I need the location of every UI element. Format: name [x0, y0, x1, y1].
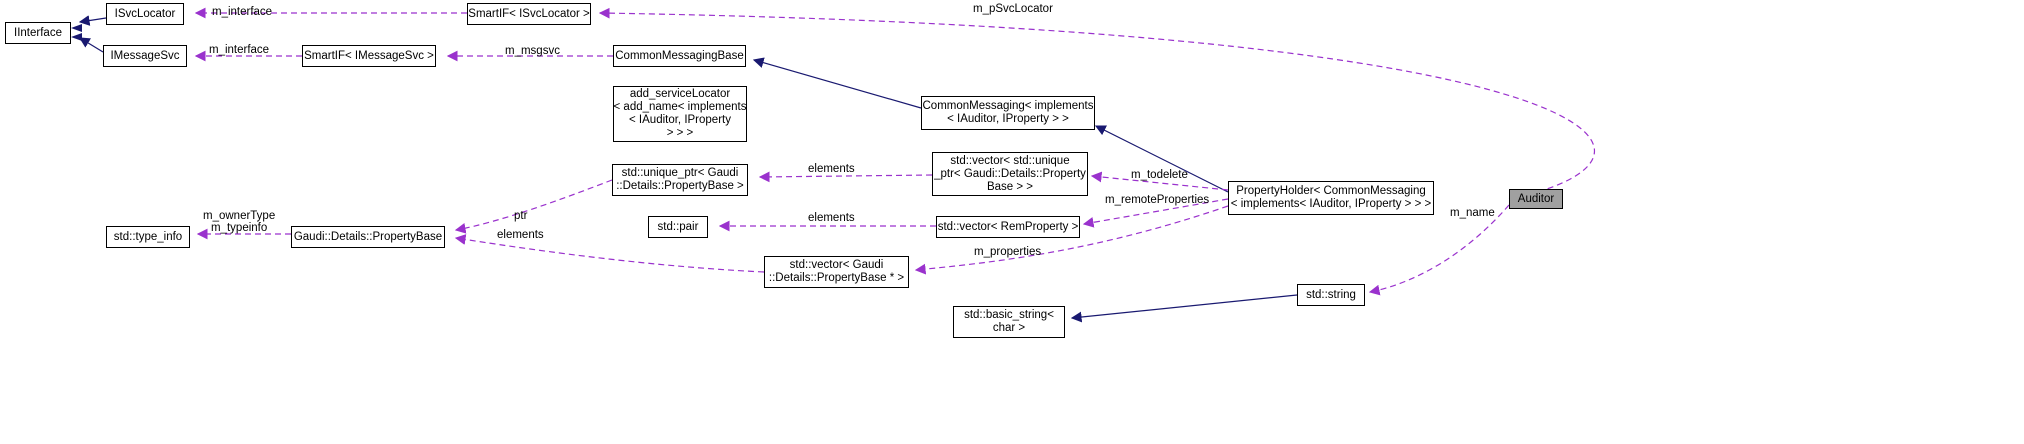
edge-label-l-ptr: ptr — [514, 210, 528, 222]
class-node-propertyholder[interactable]: PropertyHolder< CommonMessaging < implem… — [1228, 181, 1434, 215]
class-node-label: SmartIF< IMessageSvc > — [304, 49, 434, 62]
edge-label-l-m_psvclocator: m_pSvcLocator — [973, 3, 1053, 15]
class-node-unique_ptr[interactable]: std::unique_ptr< Gaudi ::Details::Proper… — [612, 164, 748, 196]
class-node-label: IMessageSvc — [110, 49, 180, 62]
edge-label-l-elements-3: elements — [497, 229, 544, 241]
class-node-label: std::unique_ptr< Gaudi ::Details::Proper… — [616, 167, 744, 192]
class-node-label: ISvcLocator — [114, 7, 176, 20]
class-node-label: PropertyHolder< CommonMessaging < implem… — [1230, 185, 1432, 210]
edge-label-l-elements-1: elements — [808, 163, 855, 175]
class-node-vector_propbase[interactable]: std::vector< Gaudi ::Details::PropertyBa… — [764, 256, 909, 288]
class-node-label: IInterface — [14, 26, 62, 39]
edge-label-l-m_typeinfo: m_typeinfo — [211, 222, 268, 234]
class-node-smartif_isvc[interactable]: SmartIF< ISvcLocator > — [467, 3, 591, 25]
class-node-label: std::vector< RemProperty > — [937, 220, 1079, 233]
class-node-label: Gaudi::Details::PropertyBase — [293, 230, 443, 243]
edge-label-l-m_remoteproperties: m_remoteProperties — [1105, 194, 1210, 206]
class-node-label: Auditor — [1517, 192, 1555, 205]
class-node-basic_string[interactable]: std::basic_string< char > — [953, 306, 1065, 338]
class-node-add_servicelocator[interactable]: add_serviceLocator < add_name< implement… — [613, 86, 747, 142]
class-node-label: CommonMessaging< implements < IAuditor, … — [922, 100, 1094, 125]
class-node-label: CommonMessagingBase — [615, 49, 744, 62]
class-node-commonmsgbase[interactable]: CommonMessagingBase — [613, 45, 746, 67]
class-node-vector_remprop[interactable]: std::vector< RemProperty > — [936, 216, 1080, 238]
class-node-label: SmartIF< ISvcLocator > — [468, 7, 590, 20]
class-node-auditor[interactable]: Auditor — [1509, 189, 1563, 209]
class-node-propertybase[interactable]: Gaudi::Details::PropertyBase — [291, 226, 445, 248]
class-node-pair[interactable]: std::pair — [648, 216, 708, 238]
class-node-isvclocator[interactable]: ISvcLocator — [106, 3, 184, 25]
edge-label-l-m_interface-1: m_interface — [212, 6, 273, 18]
class-node-label: std::string — [1306, 288, 1356, 301]
class-node-label: std::pair — [657, 220, 699, 233]
edge-label-l-m_todelete: m_todelete — [1131, 169, 1188, 181]
edge-label-l-m_ownertype: m_ownerType — [203, 210, 276, 222]
edge-label-l-elements-2: elements — [808, 212, 855, 224]
edge-label-l-m_msgsvc: m_msgsvc — [505, 45, 560, 57]
edge-label-l-m_name: m_name — [1450, 207, 1495, 219]
class-node-label: std::vector< Gaudi ::Details::PropertyBa… — [768, 259, 905, 284]
edge-label-l-m_properties: m_properties — [974, 246, 1042, 258]
class-node-iinterface[interactable]: IInterface — [5, 22, 71, 44]
edge-label-l-m_interface-2: m_interface — [209, 44, 270, 56]
class-node-smartif_imsg[interactable]: SmartIF< IMessageSvc > — [302, 45, 436, 67]
class-node-label: std::basic_string< char > — [964, 309, 1054, 334]
class-node-label: std::type_info — [113, 230, 183, 243]
class-node-typeinfo[interactable]: std::type_info — [106, 226, 190, 248]
class-node-imessagesvc[interactable]: IMessageSvc — [103, 45, 187, 67]
class-node-vector_unique[interactable]: std::vector< std::unique _ptr< Gaudi::De… — [932, 152, 1088, 196]
class-node-label: std::vector< std::unique _ptr< Gaudi::De… — [934, 154, 1086, 193]
class-node-label: add_serviceLocator < add_name< implement… — [613, 88, 747, 139]
class-node-string[interactable]: std::string — [1297, 284, 1365, 306]
class-node-commonmessaging[interactable]: CommonMessaging< implements < IAuditor, … — [921, 96, 1095, 130]
